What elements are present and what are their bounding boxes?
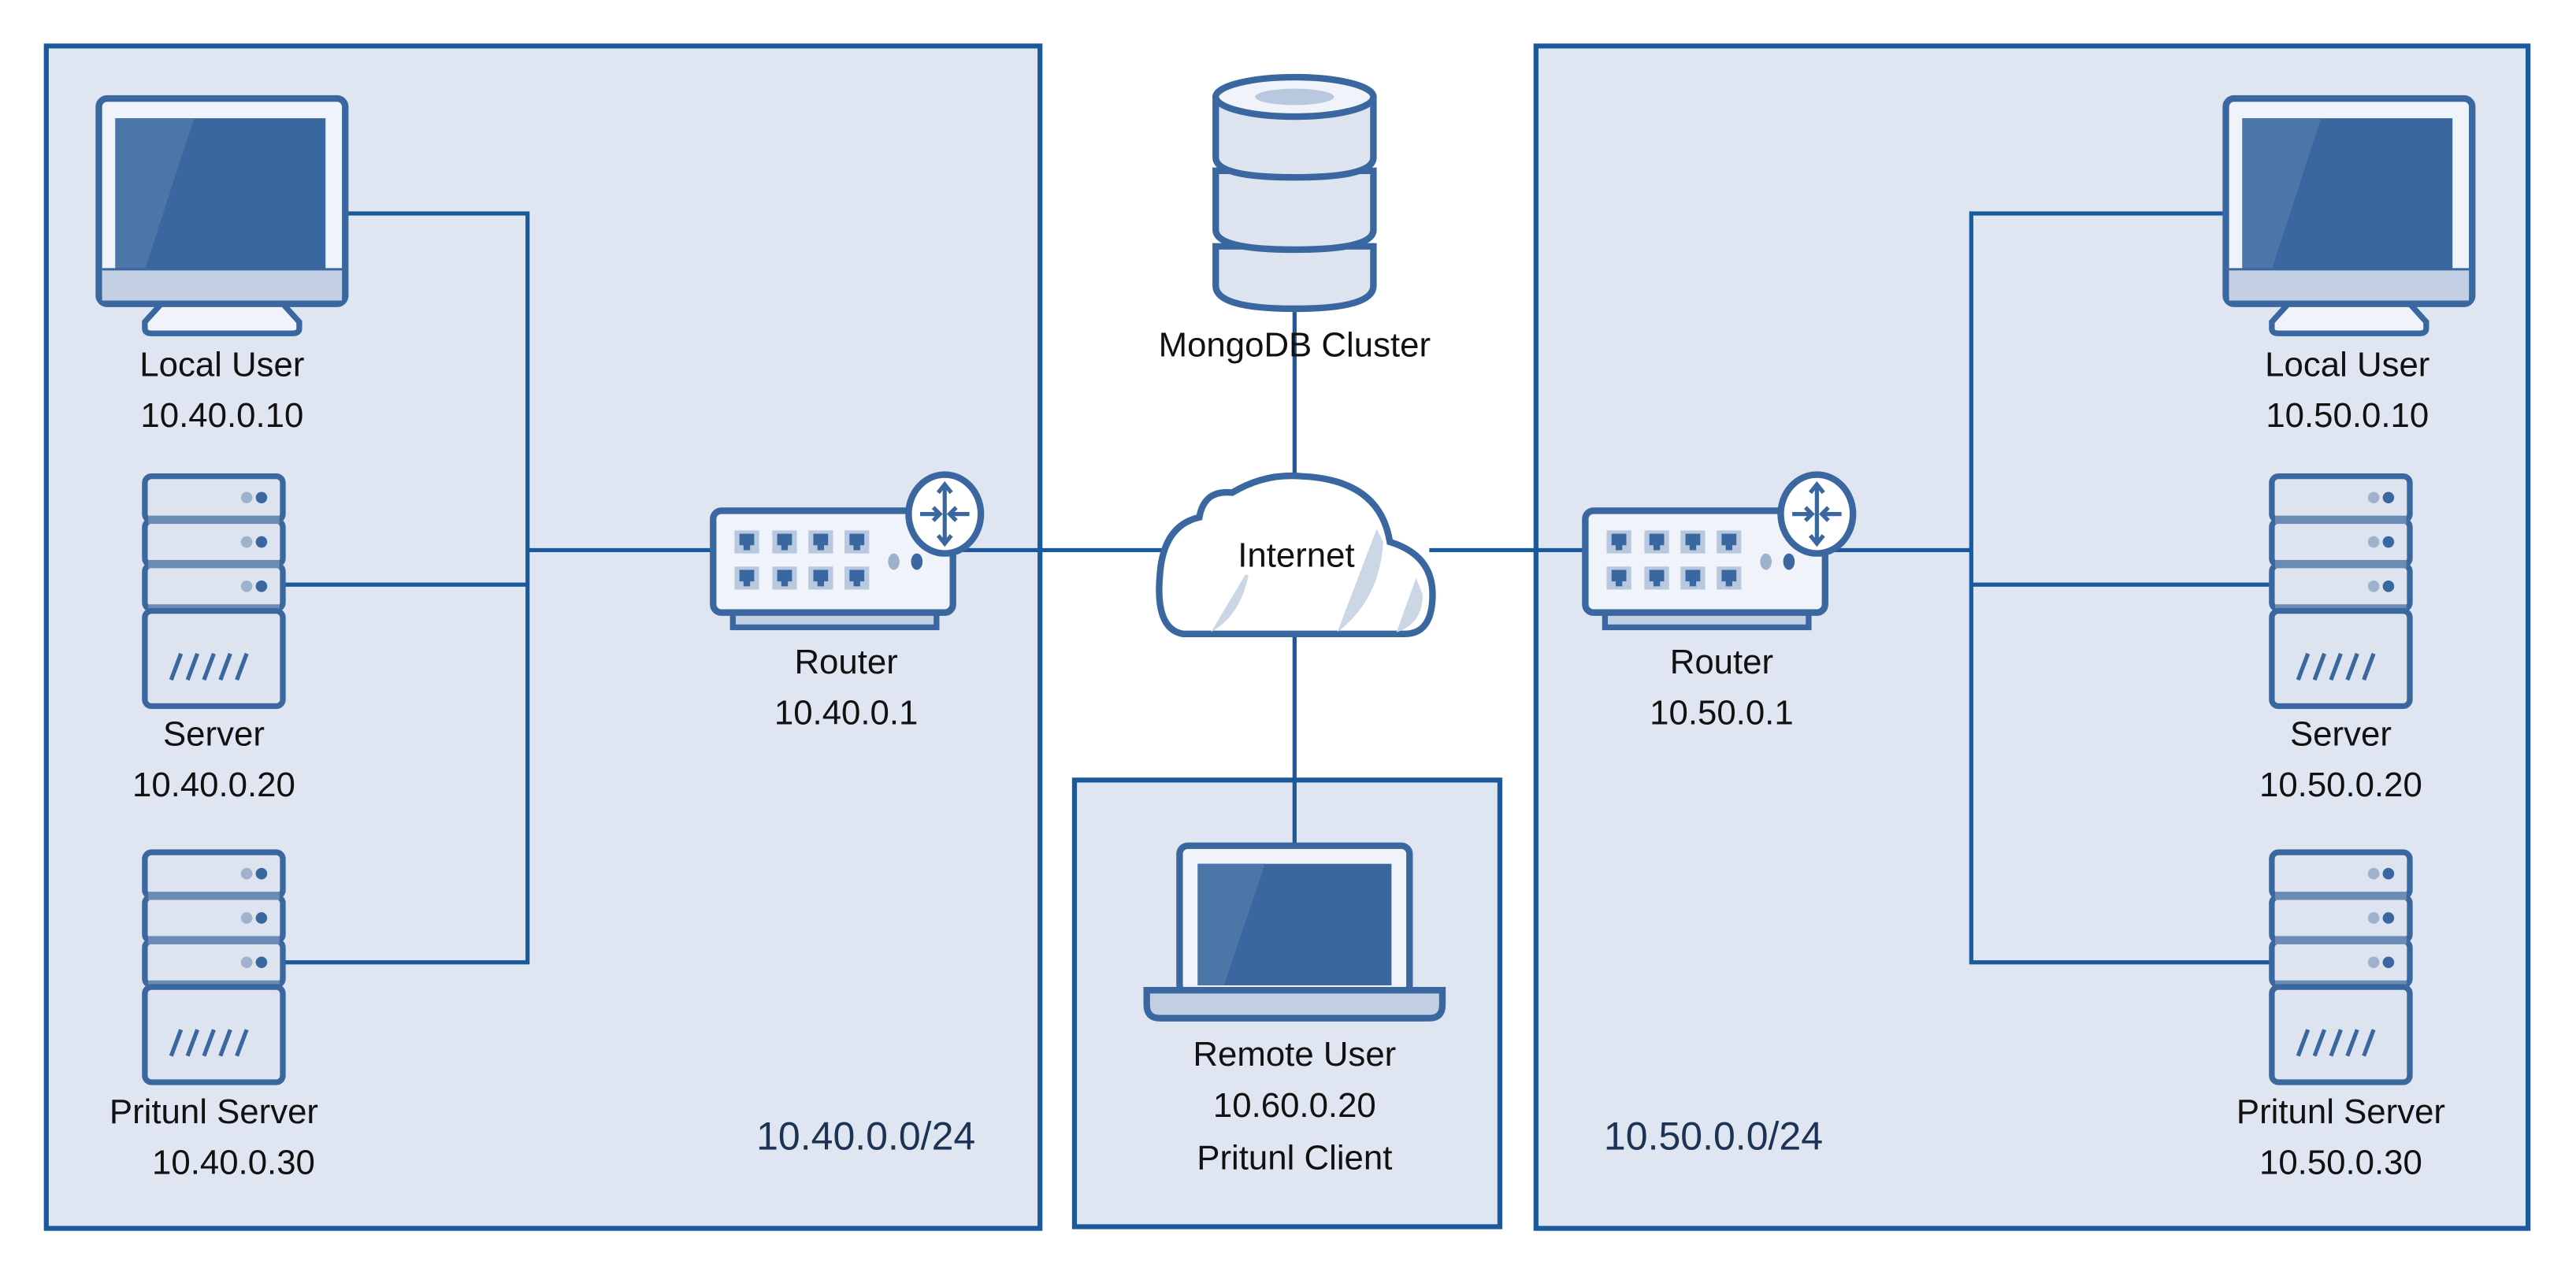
right-router-ip: 10.50.0.1 — [1650, 693, 1794, 732]
left-server-label: Server — [163, 715, 265, 754]
left-local-user-ip: 10.40.0.10 — [140, 396, 303, 435]
internet-label: Internet — [1238, 536, 1354, 574]
desktop-monitor-icon — [2226, 98, 2473, 333]
right-router-label: Router — [1670, 643, 1773, 681]
left-pritunl-server-label: Pritunl Server — [109, 1092, 318, 1131]
server-icon — [145, 477, 283, 707]
database-label: MongoDB Cluster — [1159, 325, 1431, 364]
pritunl-server-icon — [145, 852, 283, 1082]
right-subnet-label: 10.50.0.0/24 — [1604, 1114, 1823, 1158]
cloud-icon — [1156, 472, 1436, 637]
desktop-monitor-icon — [99, 98, 346, 333]
remote-user-label: Remote User — [1193, 1035, 1396, 1074]
left-local-user-label: Local User — [139, 345, 304, 384]
left-subnet-label: 10.40.0.0/24 — [756, 1114, 975, 1158]
remote-user-ip: 10.60.0.20 — [1213, 1086, 1376, 1125]
left-router-ip: 10.40.0.1 — [774, 693, 919, 732]
right-server-label: Server — [2290, 715, 2392, 754]
right-pritunl-server-label: Pritunl Server — [2236, 1092, 2445, 1131]
remote-user-client: Pritunl Client — [1197, 1138, 1392, 1177]
right-server-ip: 10.50.0.20 — [2259, 766, 2422, 804]
pritunl-server-icon — [2272, 852, 2410, 1082]
right-local-user-ip: 10.50.0.10 — [2266, 396, 2429, 435]
left-server-ip: 10.40.0.20 — [132, 766, 295, 804]
left-router-label: Router — [794, 643, 897, 681]
server-icon — [2272, 477, 2410, 707]
right-local-user-label: Local User — [2265, 345, 2429, 384]
database-icon — [1212, 73, 1377, 313]
left-pritunl-server-ip: 10.40.0.30 — [152, 1144, 315, 1182]
connection-lines — [283, 211, 2272, 965]
laptop-icon — [1143, 842, 1446, 1022]
right-pritunl-server-ip: 10.50.0.30 — [2259, 1144, 2422, 1182]
